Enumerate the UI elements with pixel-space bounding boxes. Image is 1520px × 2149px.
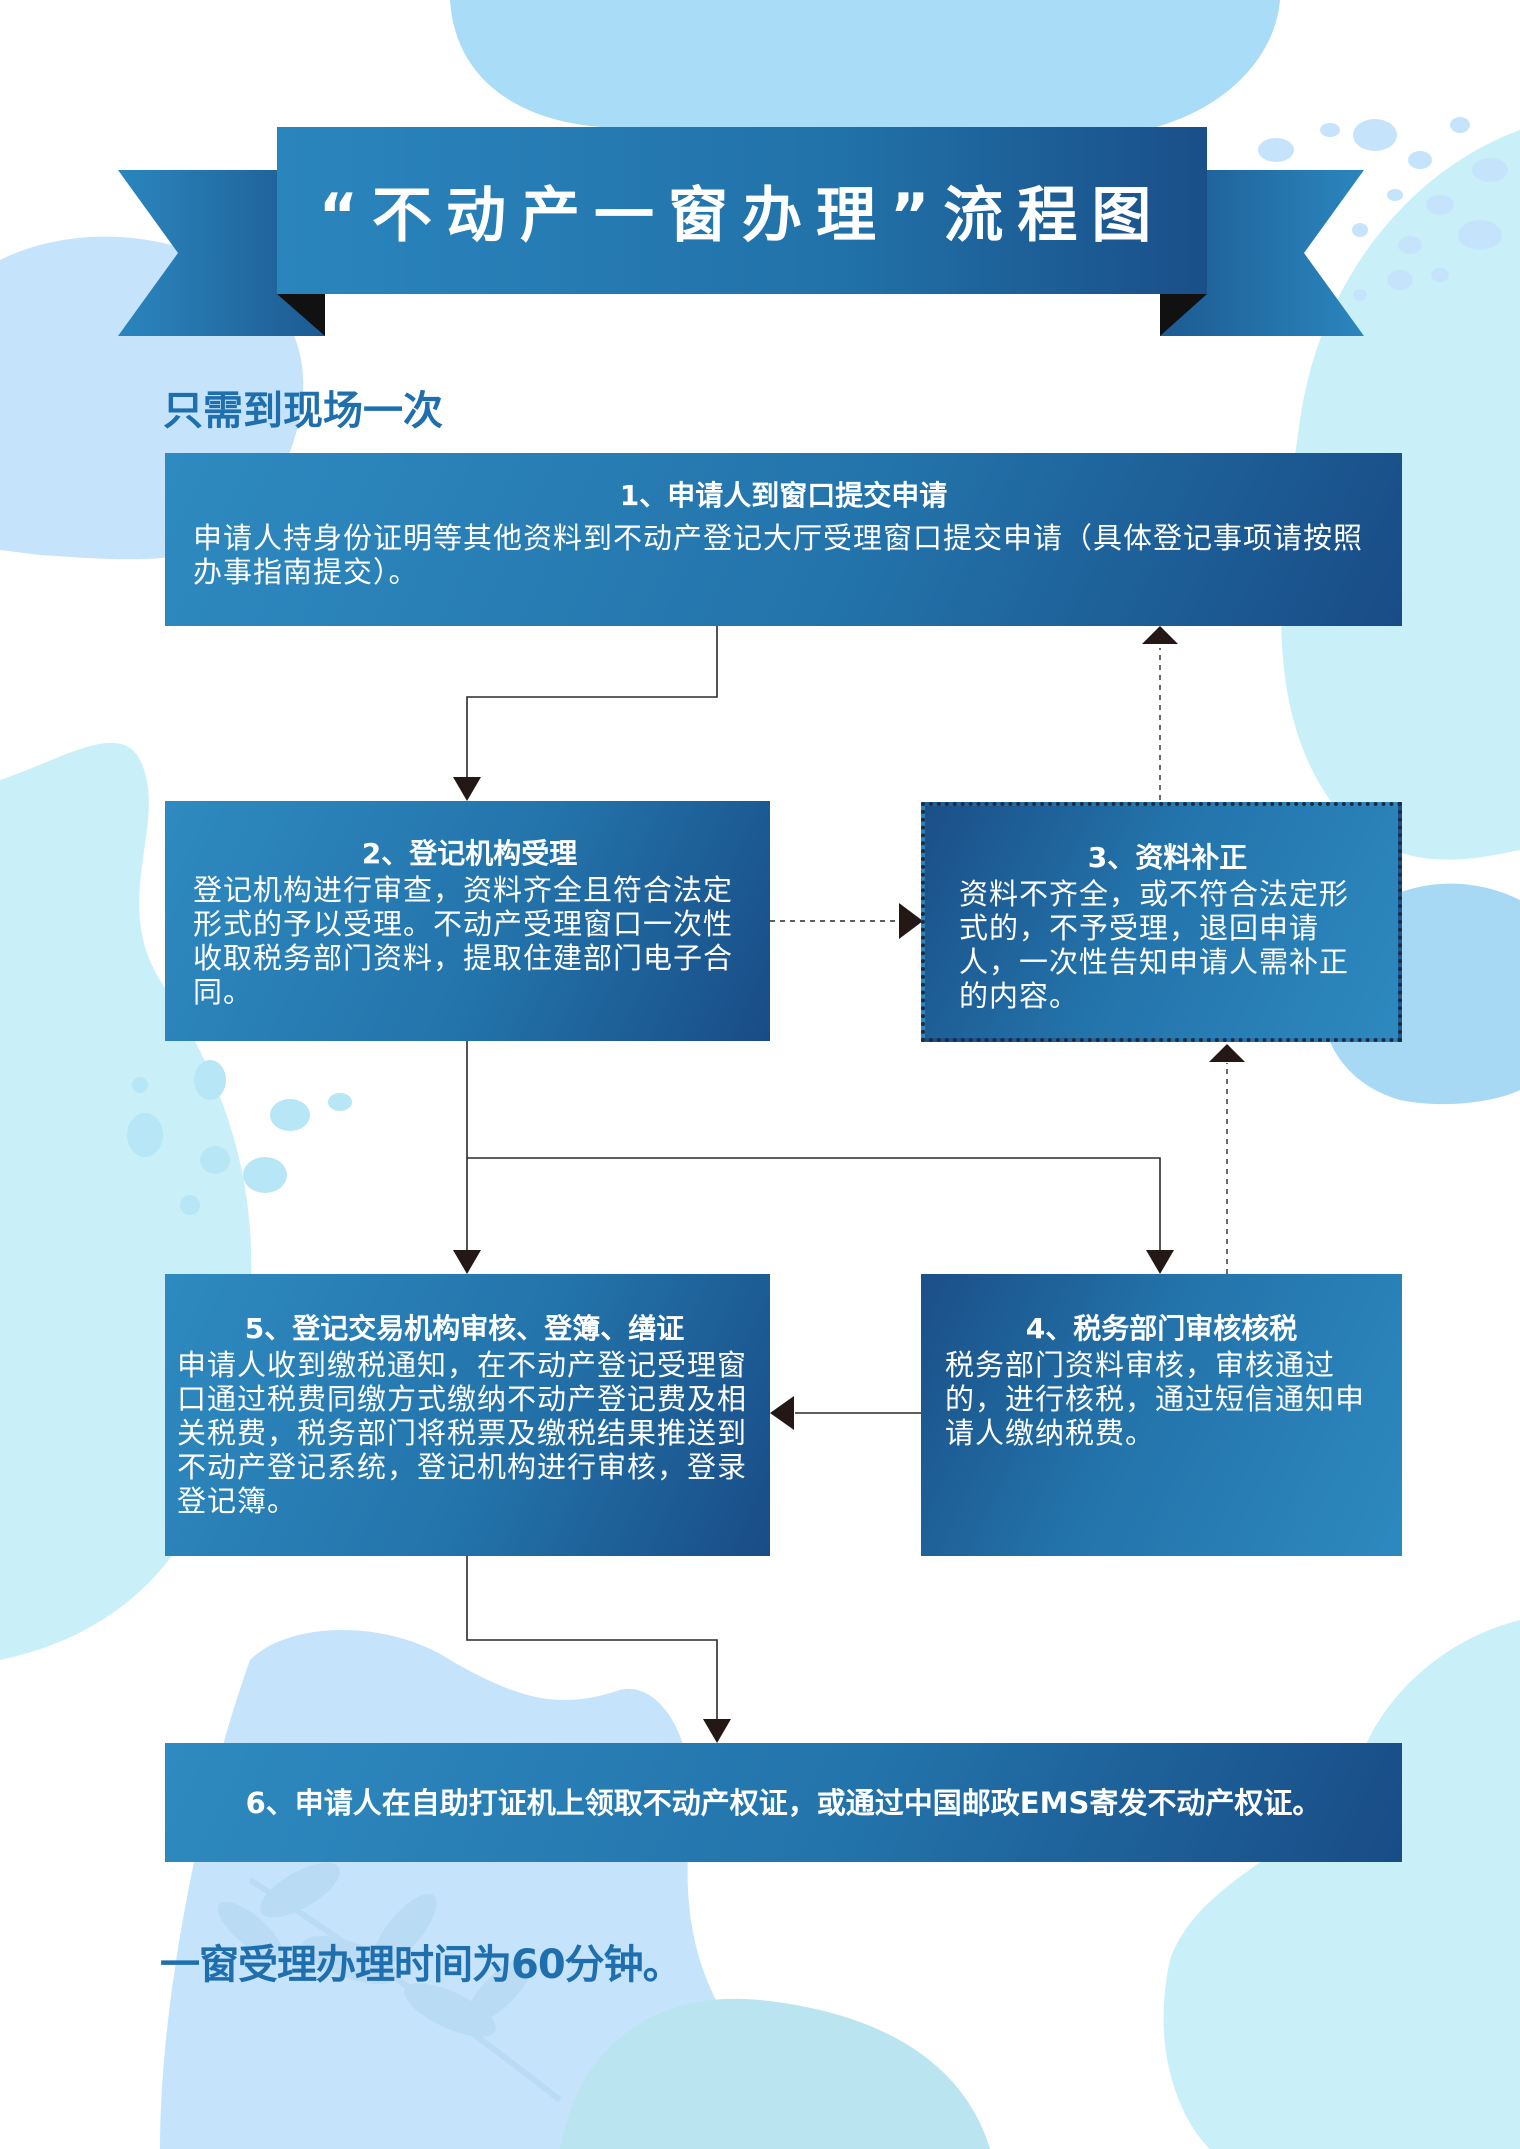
step-6-box: 6、申请人在自助打证机上领取不动产权证，或通过中国邮政EMS寄发不动产权证。 [165, 1743, 1402, 1862]
bg-blob-bottom-right [1163, 1620, 1520, 2149]
bg-leaf-branch [217, 1862, 562, 2103]
arrowhead-into-5-side [770, 1396, 794, 1430]
step-1-title: 1、申请人到窗口提交申请 [619, 479, 948, 512]
step-1-box: 1、申请人到窗口提交申请 申请人持身份证明等其他资料到不动产登记大厅受理窗口提交… [165, 453, 1402, 626]
step-5-desc: 申请人收到缴税通知，在不动产登记受理窗口通过税费同缴方式缴纳不动产登记费及相关税… [177, 1348, 748, 1518]
banner-fold-left [277, 294, 325, 336]
arrowhead-into-4 [1146, 1250, 1174, 1274]
step-5-title: 5、登记交易机构审核、登簿、缮证 [244, 1312, 685, 1345]
page-title: “不动产一窗办理”流程图 [318, 181, 1166, 251]
step-2-desc: 登记机构进行审查，资料齐全且符合法定形式的予以受理。不动产受理窗口一次性收取税务… [193, 873, 734, 1009]
bg-blob-top [450, 0, 1280, 145]
arrowhead-into-2 [453, 777, 481, 801]
step-3-box: 3、资料补正 资料不齐全，或不符合法定形式的，不予受理，退回申请人，一次性告知申… [921, 802, 1402, 1042]
step-3-title: 3、资料补正 [1087, 841, 1248, 874]
banner-tail-right [1160, 170, 1364, 336]
visit-once-note: 只需到现场一次 [163, 388, 443, 434]
bg-bubbles-top-right [1258, 117, 1508, 301]
step-2-box: 2、登记机构受理 登记机构进行审查，资料齐全且符合法定形式的予以受理。不动产受理… [165, 801, 770, 1041]
step-5-box: 5、登记交易机构审核、登簿、缮证 申请人收到缴税通知，在不动产登记受理窗口通过税… [165, 1274, 770, 1556]
step-2-title: 2、登记机构受理 [361, 837, 578, 870]
step-4-desc: 税务部门资料审核，审核通过的，进行核税，通过短信通知申请人缴纳税费。 [945, 1348, 1366, 1450]
step-4-box: 4、税务部门审核核税 税务部门资料审核，审核通过的，进行核税，通过短信通知申请人… [921, 1274, 1402, 1556]
bg-blob-bottom-center [560, 1998, 990, 2149]
banner-fold-right [1160, 294, 1207, 336]
step-4-title: 4、税务部门审核核税 [1025, 1312, 1298, 1345]
banner-body [277, 127, 1207, 294]
step-3-desc: 资料不齐全，或不符合法定形式的，不予受理，退回申请人，一次性告知申请人需补正的内… [959, 877, 1350, 1013]
arrowhead-into-1 [1142, 626, 1178, 644]
step-6-title: 6、申请人在自助打证机上领取不动产权证，或通过中国邮政EMS寄发不动产权证。 [245, 1785, 1322, 1820]
arrowhead-into-3-bottom [1209, 1044, 1245, 1062]
arrowhead-into-6 [703, 1719, 731, 1743]
step-1-desc: 申请人持身份证明等其他资料到不动产登记大厅受理窗口提交申请（具体登记事项请按照办… [193, 521, 1364, 589]
bg-bubbles-left [127, 1060, 352, 1215]
arrowhead-into-3 [899, 903, 923, 939]
connector-2-to-4 [467, 1157, 1161, 1251]
processing-time-note: 一窗受理办理时间为60分钟。 [160, 1942, 683, 1988]
connector-1-to-2 [466, 626, 718, 778]
connector-5-to-6 [466, 1556, 718, 1720]
banner-tail-left [118, 170, 325, 336]
arrowhead-into-5 [453, 1250, 481, 1274]
